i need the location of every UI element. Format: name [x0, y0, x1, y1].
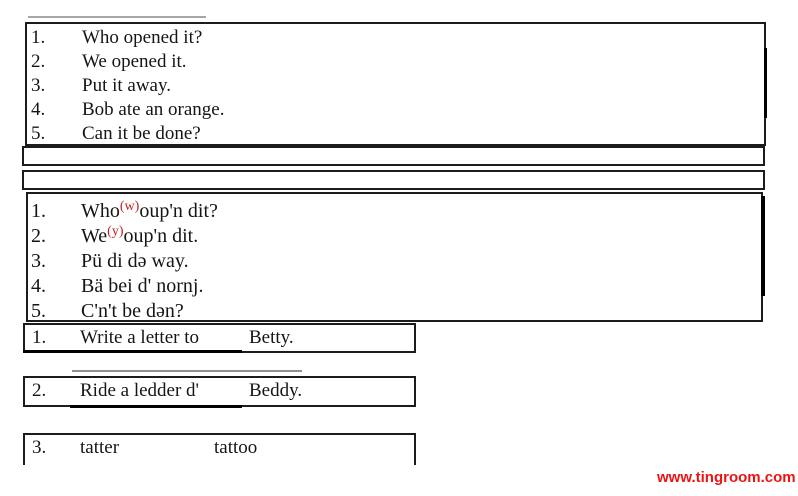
scan-artifact-line: [28, 16, 206, 18]
pair-box-ride-ledder: 2. Ride a ledder d' Beddy.: [23, 376, 416, 407]
item-text: Pü di də way.: [81, 250, 189, 273]
pair-left-text: Write a letter to: [80, 327, 199, 348]
item-text-pre: C'n't be dən?: [81, 300, 184, 322]
english-sentences-table: 1. Who opened it? 2. We opened it. 3. Pu…: [25, 22, 766, 146]
item-text: We(y)oup'n dit.: [81, 224, 199, 248]
item-number: 2.: [32, 380, 47, 401]
item-text: Can it be done?: [82, 123, 201, 144]
item-number: 1.: [31, 200, 46, 222]
item-number: 3.: [31, 250, 46, 272]
item-text: We opened it.: [82, 51, 187, 72]
item-number: 1.: [31, 27, 46, 48]
item-number: 3.: [31, 75, 46, 96]
superscript-annotation: (y): [107, 224, 124, 239]
item-text-pre: Pü di də way.: [81, 250, 189, 272]
item-text-post: oup'n dit?: [139, 200, 218, 222]
item-text: C'n't be dən?: [81, 300, 184, 323]
list-item: 1. Who opened it?: [27, 27, 764, 51]
item-text-pre: Bä bei d' nornj.: [81, 275, 204, 297]
item-text-pre: Who: [81, 200, 120, 222]
item-text: Bä bei d' nornj.: [81, 275, 203, 298]
watermark-url: www.tingroom.com: [657, 469, 796, 486]
blank-row: [22, 170, 765, 190]
item-number: 2.: [31, 225, 46, 247]
pair-left-text: tatter: [80, 437, 120, 458]
pair-right-text: tattoo: [214, 437, 258, 458]
item-number: 2.: [31, 51, 46, 72]
list-item: 2. We opened it.: [27, 51, 764, 75]
list-item: 5. Can it be done?: [27, 123, 764, 147]
pair-box-write-letter: 1. Write a letter to Betty.: [23, 323, 416, 353]
item-text-pre: We: [81, 225, 108, 247]
item-number: 1.: [32, 327, 47, 348]
scan-artifact-thick-border: [23, 350, 242, 353]
scan-artifact-thick-border: [761, 196, 765, 296]
item-text: Bob ate an orange.: [82, 99, 225, 120]
item-text: Who(w)oup'n dit?: [81, 199, 218, 223]
pair-right-text: Beddy.: [249, 380, 303, 401]
list-item: 3. Put it away.: [27, 75, 764, 99]
item-text: Put it away.: [82, 75, 172, 96]
list-item: 5. C'n't be dən?: [28, 300, 761, 325]
scan-artifact-thick-border: [70, 405, 242, 408]
pair-right-text: Betty.: [249, 327, 294, 348]
item-number: 5.: [31, 300, 46, 322]
pair-left-text: Ride a ledder d': [80, 380, 199, 401]
list-item: 4. Bob ate an orange.: [27, 99, 764, 123]
scan-artifact-line: [72, 370, 302, 372]
phonetic-sentences-table: 1. Who(w)oup'n dit? 2. We(y)oup'n dit. 3…: [26, 192, 763, 322]
item-number: 4.: [31, 99, 46, 120]
list-item: 4. Bä bei d' nornj.: [28, 275, 761, 300]
pair-box-tatter-tattoo: 3. tatter tattoo: [23, 433, 416, 465]
scan-artifact-thick-border: [764, 48, 767, 118]
item-text: Who opened it?: [82, 27, 203, 48]
item-number: 4.: [31, 275, 46, 297]
blank-row: [22, 146, 765, 166]
superscript-annotation: (w): [119, 199, 140, 214]
item-number: 3.: [32, 437, 47, 458]
item-number: 5.: [31, 123, 46, 144]
list-item: 2. We(y)oup'n dit.: [28, 224, 761, 250]
list-item: 3. Pü di də way.: [28, 250, 761, 275]
list-item: 1. Who(w)oup'n dit?: [28, 199, 761, 225]
item-text-post: oup'n dit.: [123, 225, 199, 247]
